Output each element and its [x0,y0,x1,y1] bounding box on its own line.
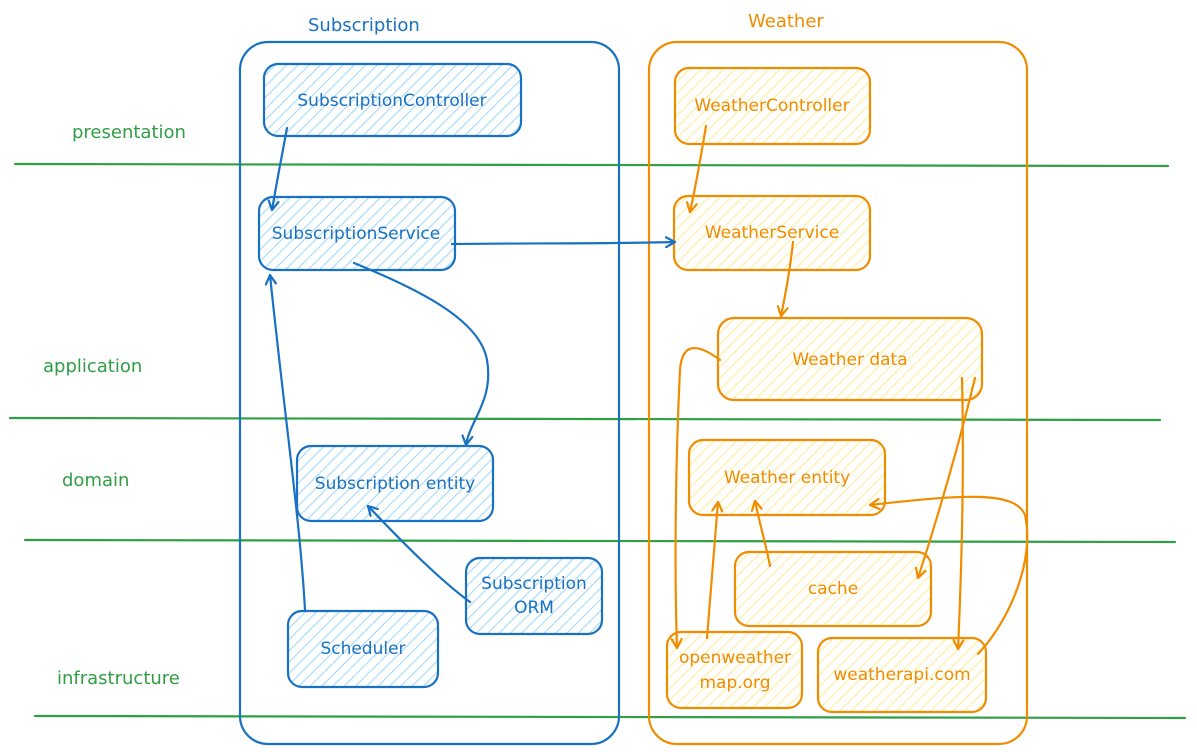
layer-label-application: application [43,356,142,377]
openweathermap-node[interactable]: openweather map.org [665,630,804,710]
layer-separators [8,162,1187,720]
layer-label-domain: domain [62,470,129,491]
weather-service-label: WeatherService [705,223,839,243]
arrow-subscription-service-to-weather-service [450,242,677,244]
arrow-openweathermap-to-weather-entity [705,500,718,640]
weatherapi-label: weatherapi.com [833,665,970,685]
arrow-data-to-openweathermap [676,347,722,650]
arrow-data-to-weatherapi [958,376,963,651]
subscription-entity-node[interactable]: Subscription entity [295,444,495,523]
openweathermap-label-line1: openweather [679,648,791,668]
subscription-service-label: SubscriptionService [272,224,440,244]
weather-controller-label: WeatherController [694,96,849,116]
arrow-scheduler-to-service [270,273,307,612]
arrow-weatherapi-to-weather-entity [868,495,1029,656]
separator-application-domain [8,416,1162,422]
subscription-orm-label-line2: ORM [514,598,554,618]
separator-domain-infrastructure [23,538,1177,544]
subscription-service-node[interactable]: SubscriptionService [257,195,457,272]
arrow-weather-controller-to-service [690,124,708,214]
openweathermap-label-line2: map.org [699,673,770,693]
weather-controller-node[interactable]: WeatherController [673,66,872,146]
subscription-controller-label: SubscriptionController [297,91,486,111]
weather-container [647,40,1029,746]
scheduler-node[interactable]: Scheduler [286,609,440,689]
weather-entity-label: Weather entity [724,468,850,488]
arrow-weather-service-to-data [781,240,795,318]
layer-label-infrastructure: infrastructure [57,668,180,689]
separator-presentation-application [13,162,1170,168]
weatherapi-node[interactable]: weatherapi.com [816,636,988,714]
scheduler-label: Scheduler [320,639,405,659]
arrow-orm-to-subscription-entity [366,506,472,604]
subscription-container [238,40,621,746]
cache-label: cache [808,579,858,599]
arrow-service-to-subscription-entity [352,261,490,447]
cache-node[interactable]: cache [733,550,933,628]
weather-data-label: Weather data [792,350,907,370]
layer-label-presentation: presentation [72,122,186,143]
subscription-entity-label: Subscription entity [315,474,475,494]
weather-container-title: Weather [748,11,824,32]
subscription-orm-node[interactable]: Subscription ORM [464,556,604,636]
arrow-data-to-cache [918,376,977,580]
weather-data-node[interactable]: Weather data [716,316,984,402]
subscription-controller-node[interactable]: SubscriptionController [262,62,523,138]
arrow-cache-to-weather-entity [755,499,772,568]
weather-service-node[interactable]: WeatherService [672,194,872,272]
subscription-container-title: Subscription [308,15,420,36]
separator-infrastructure-bottom [33,714,1187,720]
weather-entity-node[interactable]: Weather entity [687,438,887,517]
arrow-controller-to-service [272,126,289,212]
subscription-orm-label-line1: Subscription [481,574,587,594]
